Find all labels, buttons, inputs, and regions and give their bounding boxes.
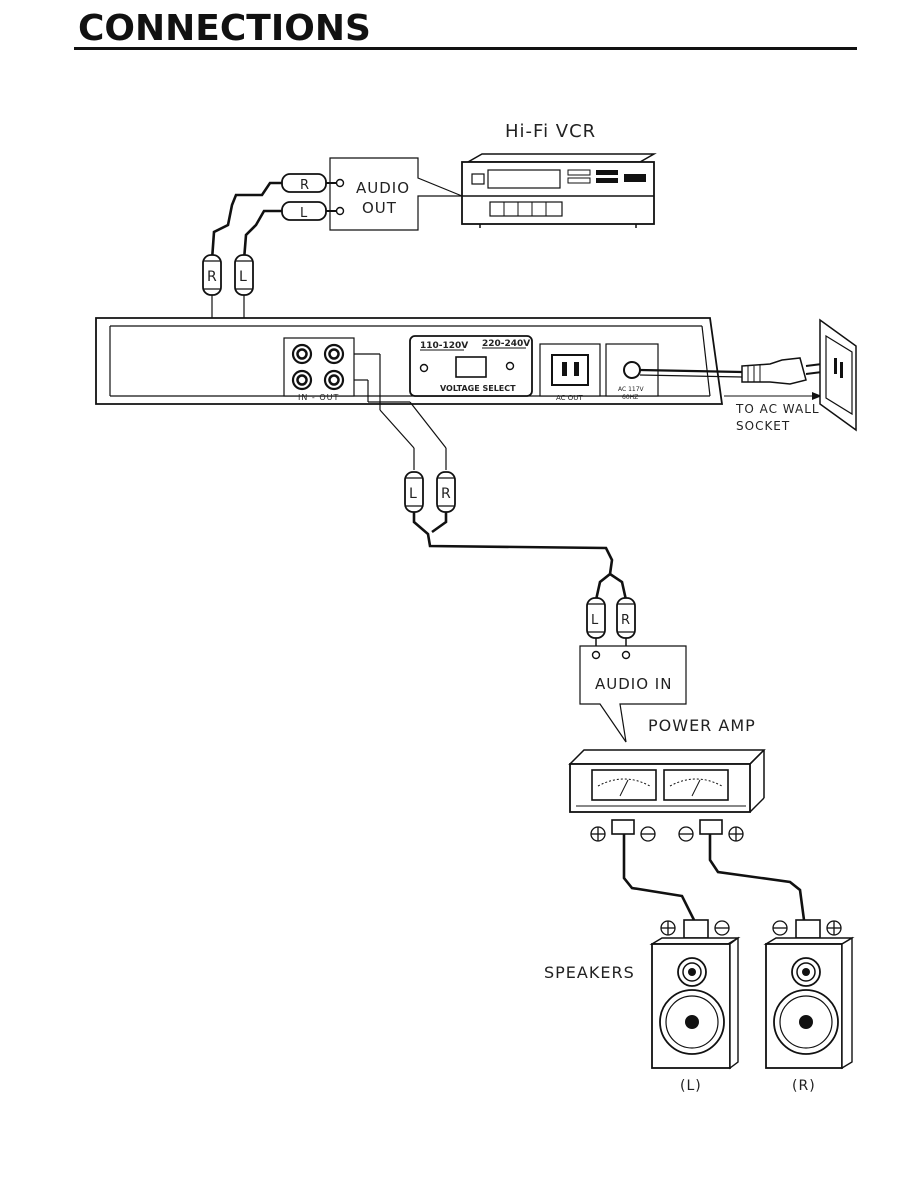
audio-out-label-1: AUDIO [356, 179, 410, 197]
vcr-audio-out-callout: AUDIO OUT [329, 157, 463, 231]
amp-plug-l: L [591, 613, 599, 628]
cable-vcr-plug-l-top: L [300, 206, 308, 221]
speaker-left-label: (L) [680, 1078, 702, 1094]
audio-out-label-2: OUT [362, 199, 397, 217]
cable-vcr-plug-l: L [239, 269, 247, 285]
ac-out-label: AC OUT [556, 394, 583, 402]
amp-meter-right [663, 769, 729, 801]
amp-label: POWER AMP [648, 716, 756, 735]
voltage-right-label: 220-240V [482, 339, 530, 349]
ac-in-label-2: 60HZ [622, 394, 638, 401]
cable-vcr-plug-r: R [207, 269, 217, 285]
power-amp: POWER AMP [568, 716, 766, 842]
audio-jacks: IN - OUT [283, 337, 355, 402]
cable-amp-plug-r: R [441, 486, 451, 502]
page-title: CONNECTIONS [78, 8, 371, 49]
speaker-left: (L) [649, 919, 741, 1094]
audio-out-jack-r [335, 178, 345, 188]
power-cord [639, 357, 823, 400]
wall-outlet: TO AC WALL SOCKET [735, 318, 857, 433]
player-to-amp-cable: L R [354, 353, 628, 601]
wall-label-2: SOCKET [736, 419, 790, 433]
cable-amp-plug-l: L [409, 486, 417, 502]
ac-in-cord-entry: AC 117V 60HZ [605, 343, 659, 401]
speaker-right-label: (R) [792, 1078, 816, 1094]
speaker-right: (R) [763, 919, 855, 1094]
vcr-device: Hi-Fi VCR [461, 121, 657, 228]
voltage-switch[interactable] [455, 356, 487, 378]
amp-audio-in-callout: L R AUDIO IN [579, 597, 687, 743]
amp-input-label: AUDIO IN [595, 675, 672, 693]
speaker-wires [622, 834, 806, 921]
amp-meter-left [591, 769, 657, 801]
vcr-label: Hi-Fi VCR [505, 121, 596, 142]
cable-vcr-plug-r-top: R [300, 178, 309, 193]
ac-out-socket: AC OUT [539, 343, 601, 402]
amp-plug-r: R [621, 613, 630, 628]
wall-label-1: TO AC WALL [735, 402, 820, 416]
audio-out-jack-l [335, 206, 345, 216]
player-rear-panel: IN - OUT 110-120V 220-240V VOLTAGE SELEC… [95, 317, 724, 405]
speakers-label: SPEAKERS [544, 963, 635, 982]
voltage-left-label: 110-120V [420, 341, 468, 351]
voltage-select-label: VOLTAGE SELECT [440, 384, 516, 393]
ac-in-label-1: AC 117V [618, 386, 645, 393]
jacks-label: IN - OUT [298, 393, 339, 402]
voltage-select: 110-120V 220-240V VOLTAGE SELECT [409, 335, 533, 397]
title-underline [74, 47, 857, 50]
